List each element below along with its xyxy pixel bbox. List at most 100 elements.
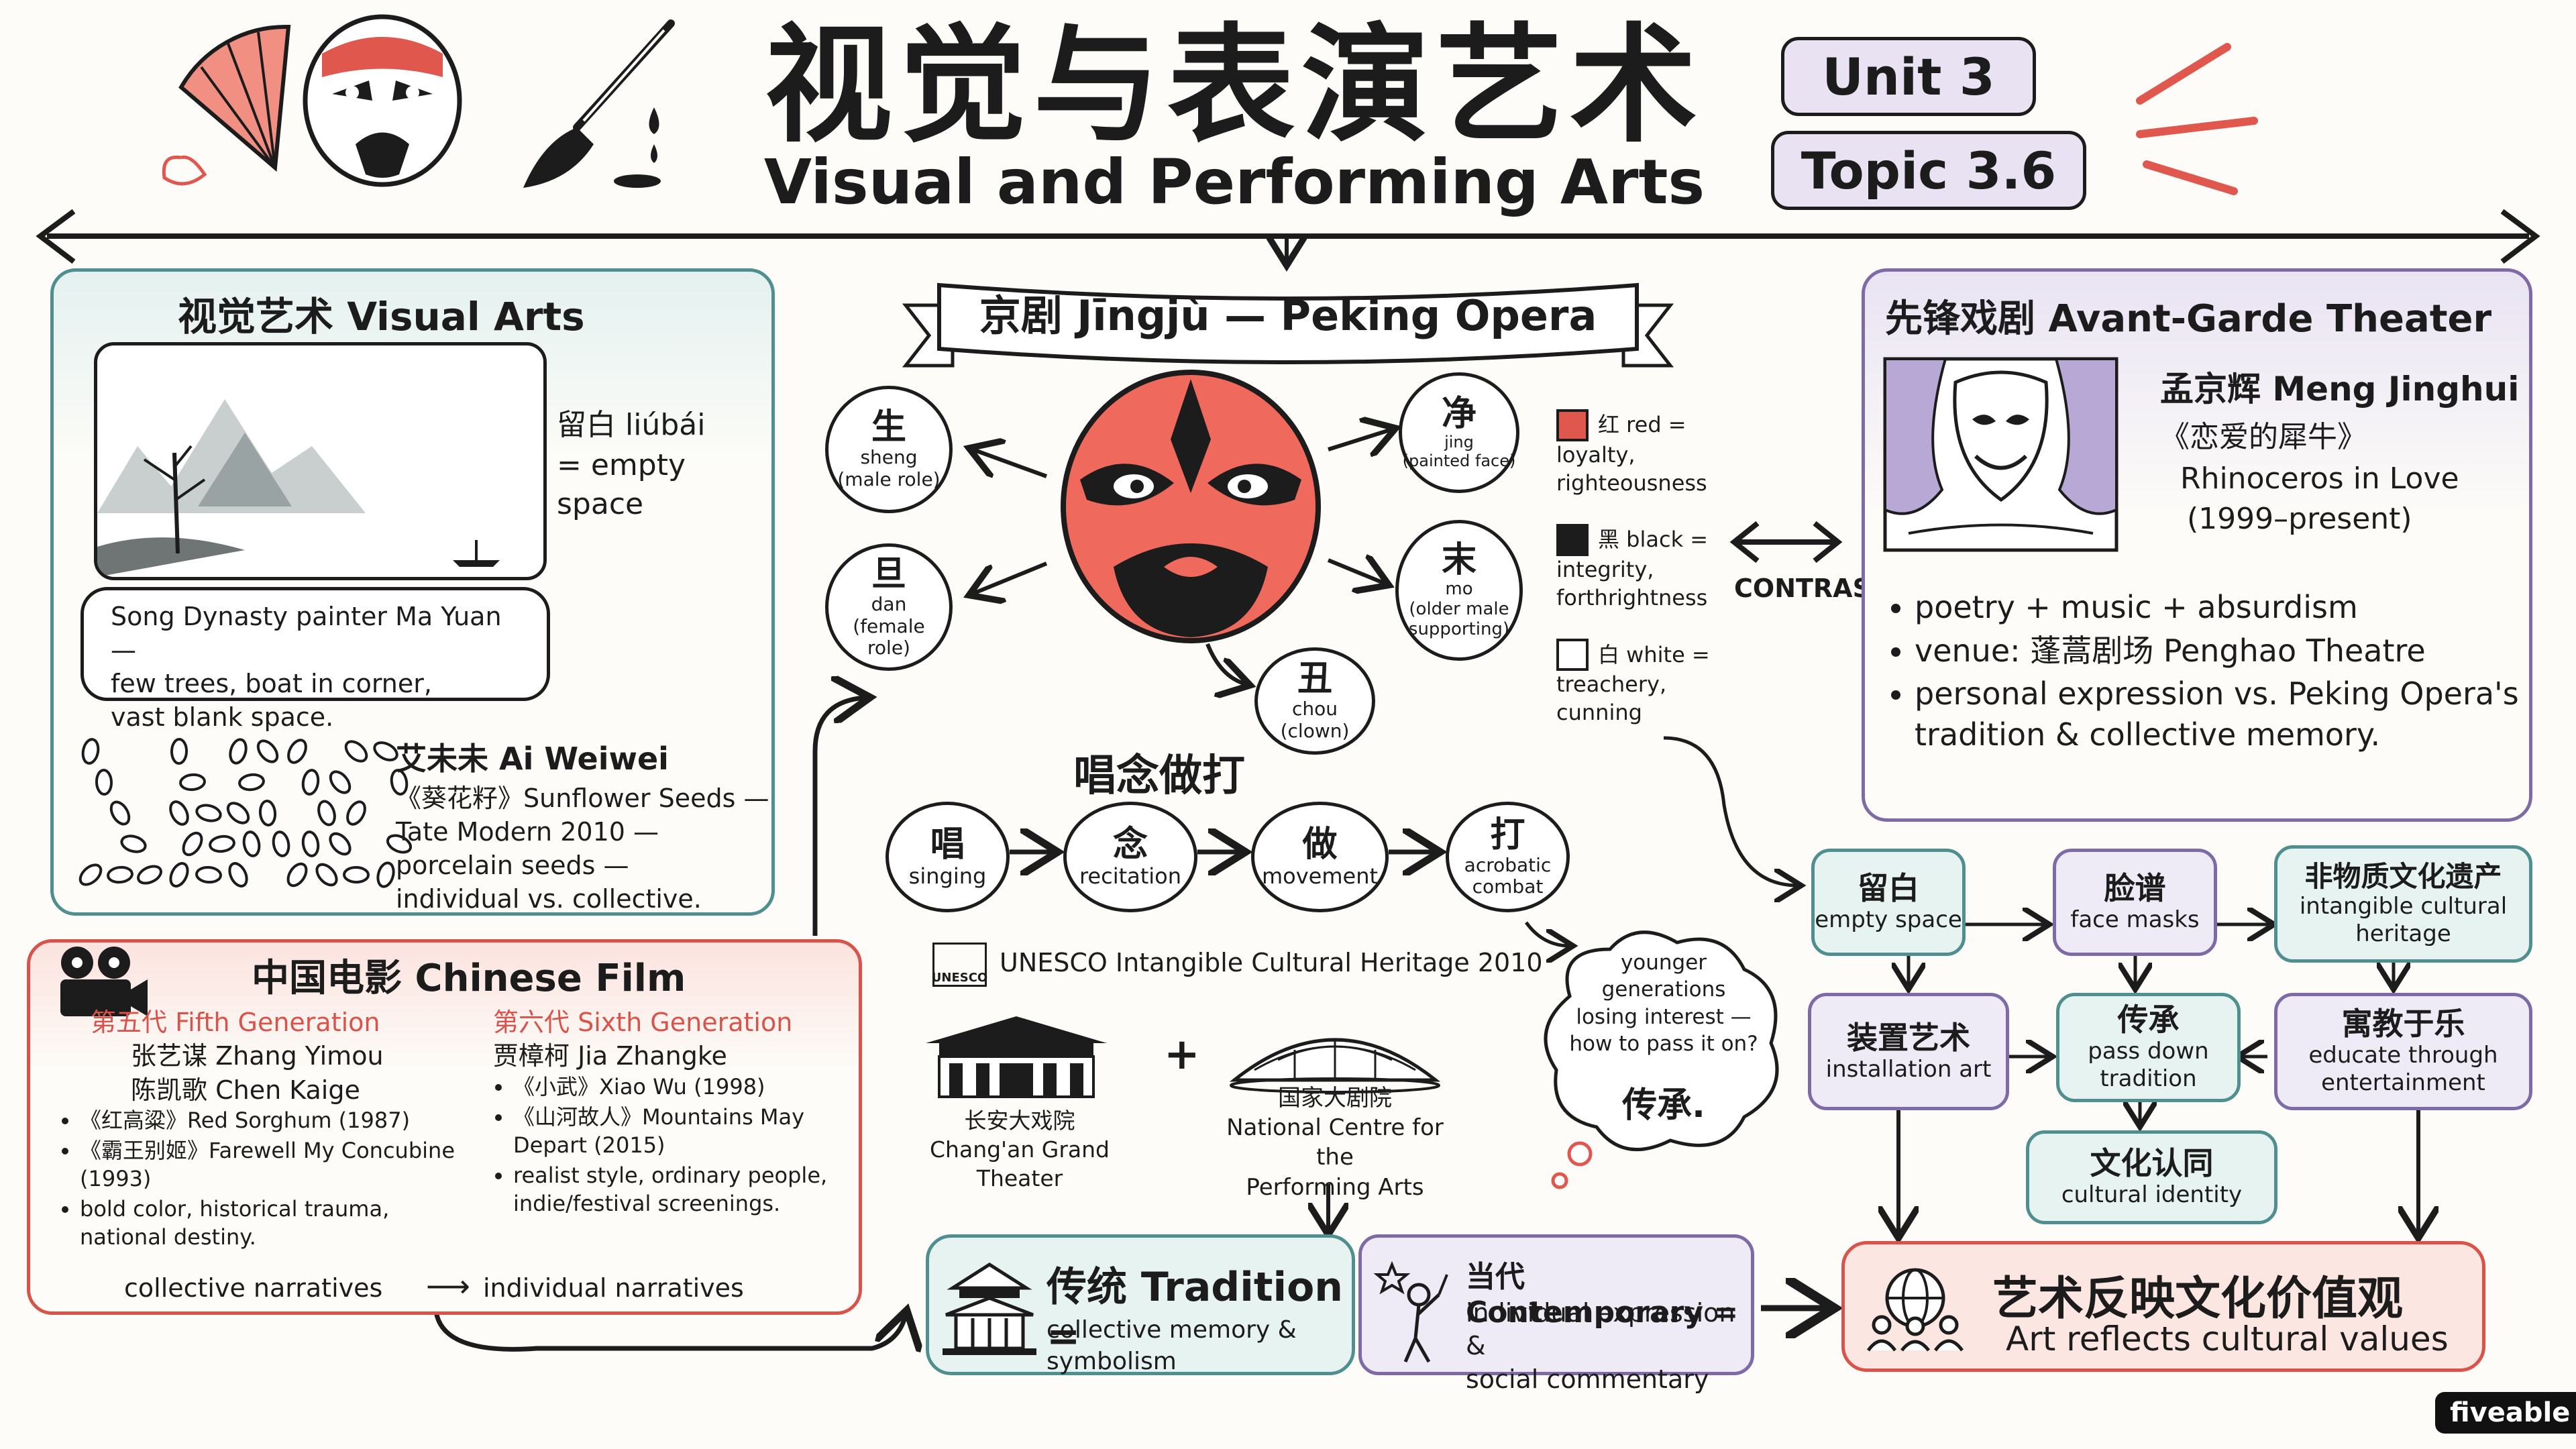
sunflower-seed [344, 740, 368, 763]
paintbrush-icon [523, 19, 675, 188]
sunflower-seed [238, 773, 265, 792]
sunflower-seed [287, 739, 307, 764]
sunflower-seed [315, 863, 338, 887]
ma-yuan-line: vast blank space. [111, 702, 334, 733]
avant-bullet: venue: 蓬蒿剧场 Penghao Theatre [1915, 631, 2538, 672]
unit-badge: Unit 3 [1781, 37, 2036, 116]
sunflower-seed [107, 865, 133, 884]
ncpa-illustration [1229, 1038, 1441, 1093]
topic-badge: Topic 3.6 [1771, 131, 2086, 210]
ncpa-label: 国家大剧院 National Centre for the Performing… [1226, 1085, 1444, 1201]
trend-from: collective narratives [124, 1273, 383, 1303]
avant-garde-panel: 先锋戏剧 Avant-Garde Theater 孟京辉 Meng Jinghu… [1862, 268, 2532, 822]
fiveable-logo: fiveable [2435, 1392, 2576, 1434]
sixth-work: 《小武》Xiao Wu (1998) [513, 1073, 849, 1102]
ai-weiwei-line: 《葵花籽》Sunflower Seeds — [396, 784, 769, 813]
tradition-subtitle: collective memory & symbolism [1046, 1316, 1297, 1375]
liubai-term: 留白 liúbái [557, 408, 706, 442]
result-zh: 艺术反映文化价值观 [1992, 1273, 2404, 1326]
sunflower-seed [109, 800, 131, 826]
rhinoceros-title-en: Rhinoceros in Love [2180, 462, 2459, 496]
changan-theater-illustration [926, 1016, 1107, 1098]
title-chinese: 视觉与表演艺术 [764, 11, 1704, 160]
contemporary-subtitle: individual expression & social commentar… [1466, 1298, 1735, 1394]
visual-arts-title: 视觉艺术 Visual Arts [178, 294, 585, 339]
role-jing: 净 jing (painted face) [1399, 372, 1519, 493]
concept-edutainment: 寓教于乐 educate through entertainment [2274, 993, 2532, 1110]
sunflower-seed [301, 769, 320, 796]
film-camera-icon [60, 947, 148, 1016]
sunflower-seed [376, 861, 395, 888]
ai-weiwei-line: Tate Modern 2010 — [396, 817, 659, 847]
sixth-note: realist style, ordinary people, indie/fe… [513, 1162, 849, 1218]
skill-combat: 打 acrobatic combat [1446, 802, 1570, 912]
sunflower-seed [286, 862, 308, 888]
concept-installation-art: 装置艺术 installation art [1808, 993, 2009, 1110]
role-sheng: 生 sheng (male role) [825, 386, 953, 513]
sunflower-seed [301, 830, 320, 857]
chinese-film-panel: 中国电影 Chinese Film 第五代 Fifth Generation 张… [27, 939, 862, 1315]
tradition-box: 传统 Tradition = collective memory & symbo… [926, 1234, 1355, 1375]
ma-yuan-line: few trees, boat in corner, [111, 669, 432, 699]
concept-intangible-heritage: 非物质文化遗产 intangible cultural heritage [2274, 845, 2532, 963]
meng-jinghui-name: 孟京辉 Meng Jinghui [2160, 370, 2520, 409]
cloud-question: younger generations losing interest — ho… [1569, 951, 1758, 1056]
color-meaning: loyalty, righteousness [1556, 442, 1707, 496]
sunflower-seed [373, 741, 398, 761]
sunflower-seed [120, 835, 147, 853]
fifth-person: 陈凯歌 Chen Kaige [131, 1075, 360, 1105]
fifth-person: 张艺谋 Zhang Yimou [131, 1041, 384, 1071]
plus-sign: + [1164, 1030, 1200, 1079]
cloud-chuancheng: 传承. [1622, 1085, 1705, 1126]
skill-recitation: 念 recitation [1063, 802, 1197, 912]
trend-arrow-icon: ⟶ [426, 1268, 470, 1304]
opera-banner-ribbon [902, 282, 1674, 368]
opera-mask-illustration [1061, 370, 1321, 643]
role-dan: 旦 dan (female role) [825, 543, 953, 671]
concept-cultural-identity: 文化认同 cultural identity [2026, 1130, 2277, 1224]
sunflower-seed [169, 862, 189, 888]
contemporary-title: 当代 Contemporary = [1466, 1260, 1739, 1330]
fan-mask-illustration [162, 14, 462, 187]
sunflower-seed [386, 834, 413, 854]
color-label: 红 red = [1598, 412, 1686, 438]
color-label: 白 white = [1598, 641, 1710, 667]
black-swatch [1556, 524, 1589, 557]
color-key: 红 red = loyalty, righteousness 黑 black =… [1556, 409, 1737, 727]
temple-icon [943, 1263, 1036, 1355]
landscape-painting [94, 342, 547, 580]
sunflower-seed [81, 738, 100, 765]
skill-movement: 做 movement [1251, 802, 1389, 912]
sunflower-seed [179, 773, 206, 792]
film-title: 中国电影 Chinese Film [252, 957, 686, 1000]
ai-weiwei-line: individual vs. collective. [396, 884, 702, 914]
sunflower-seed [137, 865, 162, 885]
result-en: Art reflects cultural values [2006, 1320, 2449, 1358]
sunflower-seed [258, 800, 277, 826]
sunflower-seed [195, 804, 222, 822]
thought-cloud-icon [1544, 930, 1779, 1189]
sunflower-seeds-illustration [78, 738, 413, 888]
fifth-generation-heading: 第五代 Fifth Generation [91, 1008, 380, 1037]
fifth-work: 《红高粱》Red Sorghum (1987) [80, 1107, 466, 1135]
sunflower-seed [329, 832, 352, 856]
sunflower-seed [317, 800, 336, 826]
visual-arts-panel: 视觉艺术 Visual Arts 留白 liúbái = empty space… [50, 268, 775, 916]
trend-to: individual narratives [483, 1273, 744, 1303]
avant-bullet: personal expression vs. Peking Opera's t… [1915, 674, 2538, 755]
sunflower-seed [229, 738, 248, 765]
globe-people-icon [1866, 1268, 1964, 1352]
sunflower-seed [343, 865, 370, 884]
avant-garde-title: 先锋戏剧 Avant-Garde Theater [1885, 297, 2492, 341]
skills-title: 唱念做打 [1073, 751, 1245, 801]
sunflower-seed [329, 770, 352, 794]
ma-yuan-line: Song Dynasty painter Ma Yuan — [111, 602, 502, 665]
rhinoceros-title-zh: 《恋爱的犀牛》 [2160, 420, 2367, 454]
sunflower-seed [95, 769, 113, 796]
theater-mask-stage-illustration [1883, 357, 2118, 552]
ma-yuan-note: Song Dynasty painter Ma Yuan — few trees… [80, 587, 550, 732]
sunflower-seed [209, 835, 235, 853]
tradition-title: 传统 Tradition = [1046, 1264, 1344, 1360]
sixth-generation-heading: 第六代 Sixth Generation [493, 1008, 793, 1037]
